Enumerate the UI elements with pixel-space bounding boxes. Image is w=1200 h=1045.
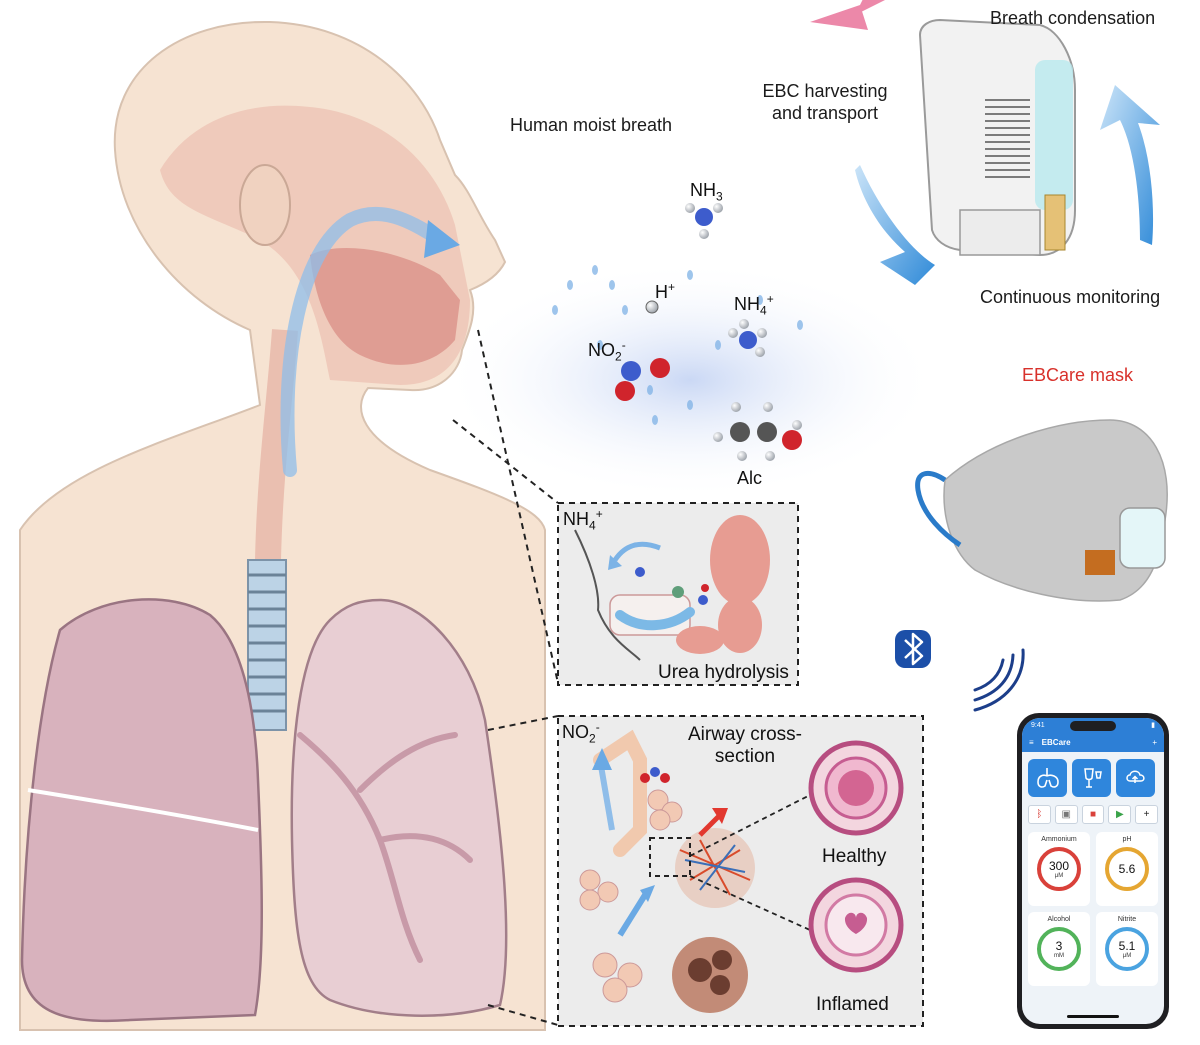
- card-name: pH: [1122, 836, 1132, 843]
- human-moist-breath-label: Human moist breath: [510, 115, 673, 135]
- alcohol-card[interactable]: Alcohol 3 mM: [1028, 912, 1090, 986]
- healthy-label: Healthy: [822, 846, 887, 867]
- alcohol-molecule: [713, 402, 802, 461]
- breath-condensation-label: Breath condensation: [990, 8, 1156, 28]
- card-value: 5.1: [1118, 938, 1136, 953]
- airflow-arrow: [280, 206, 447, 477]
- card-value: 300: [1048, 858, 1070, 873]
- condensation-device: [918, 18, 1076, 257]
- inflamed-label: Inflamed: [816, 994, 889, 1015]
- cloud-upload-icon[interactable]: [1116, 759, 1155, 797]
- card-name: Nitrite: [1117, 916, 1137, 923]
- h-plus-molecule: [645, 300, 659, 314]
- stop-button[interactable]: ■: [1081, 805, 1105, 824]
- bluetooth-icon: [895, 630, 931, 668]
- nh3-label: NH3: [690, 180, 723, 204]
- airway-cross-section-label: Airway cross-section: [687, 724, 802, 767]
- mask: [915, 419, 1168, 602]
- sensor-cards: Ammonium 300 μM pH 5.6 Alcohol 3 mM: [1022, 828, 1164, 990]
- droplets: [552, 265, 803, 425]
- home-indicator: [1067, 1015, 1119, 1018]
- nitrite-gauge: 5.1 μM: [1105, 927, 1149, 971]
- control-toolbar: ᛒ ▣ ■ ▶ +: [1022, 801, 1164, 828]
- card-name: Ammonium: [1041, 836, 1077, 843]
- nh4-plus-label: NH4+: [734, 292, 774, 318]
- lungs-icon[interactable]: [1028, 759, 1067, 797]
- pink-arrow: [810, 0, 885, 30]
- healthy-airway-circle: [808, 740, 904, 836]
- continuous-monitoring-label: Continuous monitoring: [980, 287, 1161, 307]
- bluetooth-small-icon: ᛒ: [1036, 809, 1043, 820]
- app-bar: ≡ EBCare +: [1022, 732, 1164, 752]
- card-name: Alcohol: [1047, 916, 1071, 923]
- nitrite-card[interactable]: Nitrite 5.1 μM: [1096, 912, 1158, 986]
- status-time: 9:41: [1031, 721, 1045, 729]
- ph-gauge: 5.6: [1105, 847, 1149, 891]
- down-arrow: [855, 165, 935, 285]
- inflamed-airway-circle: [808, 877, 904, 973]
- card-unit: μM: [1122, 952, 1132, 959]
- card-unit: mM: [1054, 952, 1064, 959]
- drink-icon[interactable]: [1072, 759, 1111, 797]
- feature-icons-row: [1022, 752, 1164, 801]
- add-button[interactable]: +: [1135, 805, 1158, 824]
- add-icon[interactable]: +: [1152, 737, 1157, 747]
- urea-inset-art: [574, 515, 770, 661]
- play-button[interactable]: ▶: [1108, 805, 1132, 824]
- bluetooth-toggle-button[interactable]: ᛒ: [1028, 805, 1051, 824]
- phone-screen: 9:41 ▮ ≡ EBCare + ᛒ ▣ ■ ▶ +: [1022, 718, 1164, 1024]
- card-value: 5.6: [1118, 861, 1136, 876]
- airway-inset-art: [579, 729, 811, 1013]
- ph-card[interactable]: pH 5.6: [1096, 832, 1158, 906]
- floppy-icon: ▣: [1061, 809, 1071, 820]
- ammonium-card[interactable]: Ammonium 300 μM: [1028, 832, 1090, 906]
- nh3-molecule: [685, 203, 723, 239]
- stop-icon: ■: [1089, 809, 1097, 820]
- right-lung: [290, 598, 508, 1017]
- app-title: EBCare: [1041, 737, 1071, 747]
- breath-cloud: [440, 260, 940, 500]
- urea-hydrolysis-label: Urea hydrolysis: [658, 662, 789, 683]
- card-value: 3: [1055, 938, 1063, 953]
- no2-molecule: [615, 358, 670, 401]
- up-arrow: [1100, 85, 1160, 245]
- battery-icon: ▮: [1151, 722, 1155, 729]
- trachea: [247, 559, 287, 731]
- alc-label: Alc: [737, 468, 763, 488]
- ebcare-mask-label: EBCare mask: [1022, 365, 1134, 385]
- left-lung-fissure: [27, 788, 259, 832]
- wireless-signal-icon: [973, 648, 1025, 712]
- connector-lines: [452, 329, 559, 1026]
- ebc-harvesting-label: EBC harvesting and transport: [762, 81, 888, 123]
- no2-minus-label: NO2-: [588, 338, 626, 364]
- play-icon: ▶: [1115, 809, 1124, 820]
- phone-notch: [1070, 721, 1116, 731]
- urea-inset-ion-label: NH4+: [563, 507, 603, 533]
- card-unit: μM: [1054, 872, 1064, 879]
- save-button[interactable]: ▣: [1054, 805, 1078, 824]
- plus-icon: +: [1143, 809, 1150, 820]
- airway-inset-ion-label: NO2-: [562, 720, 600, 746]
- bronchi: [297, 732, 473, 963]
- menu-icon[interactable]: ≡: [1029, 737, 1034, 747]
- h-plus-label: H+: [655, 280, 676, 302]
- airflow-arrowhead: [424, 220, 460, 258]
- alcohol-gauge: 3 mM: [1037, 927, 1081, 971]
- nh4-molecule: [728, 319, 767, 357]
- ammonium-gauge: 300 μM: [1037, 847, 1081, 891]
- smartphone: 9:41 ▮ ≡ EBCare + ᛒ ▣ ■ ▶ +: [1017, 713, 1169, 1029]
